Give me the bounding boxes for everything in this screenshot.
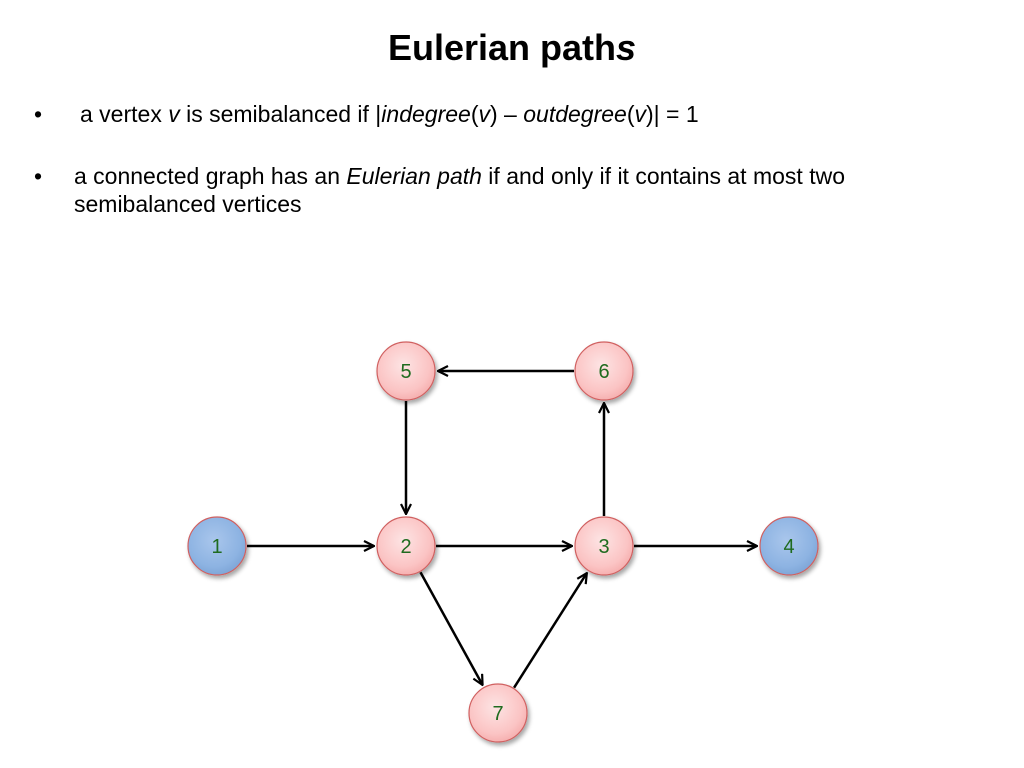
text-segment: a connected graph has an — [74, 163, 347, 189]
vertex-variable: v — [478, 101, 491, 127]
node-label: 2 — [400, 536, 411, 558]
edge-2-to-7 — [419, 571, 482, 685]
text-segment: ) – — [490, 101, 524, 127]
node-label: 1 — [211, 536, 222, 558]
node-label: 3 — [598, 536, 609, 558]
bullet-symbol: • — [34, 101, 43, 127]
node-2: 2 — [376, 516, 436, 576]
vertex-variable: v — [634, 101, 647, 127]
text-segment: if and only if it contains at most two s… — [74, 163, 845, 217]
outdegree-term: outdegree — [523, 101, 627, 127]
bullet-text: a vertex v is semibalanced if |indegree(… — [74, 101, 699, 127]
node-7: 7 — [468, 683, 528, 743]
node-circle — [376, 516, 436, 576]
bullet-symbol: • — [34, 163, 43, 189]
node-label: 6 — [598, 361, 609, 383]
node-circle — [574, 341, 634, 401]
edge-7-to-3 — [513, 573, 587, 689]
node-circle — [574, 516, 634, 576]
node-label: 7 — [492, 703, 503, 725]
slide-title-main: Eulerian path — [387, 27, 616, 68]
node-circle — [376, 341, 436, 401]
eulerian-path-term: Eulerian path — [346, 163, 482, 189]
bullet-item-semibalanced-definition: • a vertex v is semibalanced if |indegre… — [30, 100, 990, 128]
text-segment: a vertex — [80, 101, 169, 127]
node-circle — [187, 516, 247, 576]
edges-layer — [247, 371, 757, 689]
node-5: 5 — [376, 341, 436, 401]
vertex-variable: v — [168, 101, 180, 127]
nodes-layer: 1 2 3 4 5 6 7 — [187, 341, 819, 743]
node-4: 4 — [759, 516, 819, 576]
node-label: 4 — [783, 536, 794, 558]
slide-title-end: s — [616, 27, 637, 68]
node-label: 5 — [400, 361, 411, 383]
bullet-item-eulerian-path-condition: • a connected graph has an Eulerian path… — [30, 162, 990, 218]
slide-title: Eulerian paths — [0, 24, 1024, 72]
node-6: 6 — [574, 341, 634, 401]
text-segment: ( — [626, 101, 635, 127]
node-circle — [468, 683, 528, 743]
bullet-text: a connected graph has an Eulerian path i… — [74, 163, 845, 217]
node-3: 3 — [574, 516, 634, 576]
bullet-list: • a vertex v is semibalanced if |indegre… — [30, 100, 990, 252]
text-segment: is semibalanced if | — [179, 101, 382, 127]
node-1: 1 — [187, 516, 247, 576]
indegree-term: indegree — [381, 101, 471, 127]
text-segment: ( — [470, 101, 479, 127]
node-circle — [759, 516, 819, 576]
text-segment: )| = 1 — [646, 101, 699, 127]
